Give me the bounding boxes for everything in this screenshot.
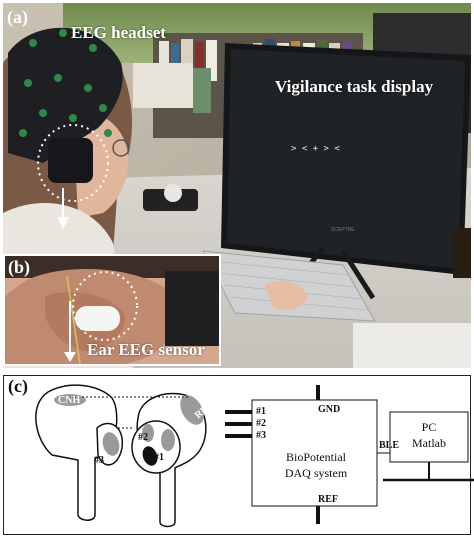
daq-channel-2: #2 [256, 418, 266, 429]
screen-stimulus: > < + > < [291, 144, 340, 154]
inset-arrow-down-icon [64, 352, 76, 362]
tape-roll [164, 184, 182, 202]
sensor-wire [66, 275, 81, 364]
monitor-screen [227, 49, 465, 269]
eeg-cap [8, 27, 123, 163]
panel-a-label: (a) [7, 7, 28, 27]
ref-electrode [180, 395, 204, 425]
cap-electrodes [19, 29, 112, 137]
cap-piece [165, 271, 219, 346]
earbud [75, 306, 120, 331]
daq-channel-3: #3 [256, 430, 266, 441]
daq-box [251, 399, 378, 507]
cnh-label: CNH [58, 395, 81, 406]
daq-title-line1: BioPotential [286, 450, 346, 464]
panel-b-label: (b) [8, 257, 30, 277]
ear-highlight-circle [37, 124, 109, 202]
electrode-1-label: #1 [154, 452, 164, 463]
panel-c-label: (c) [8, 376, 28, 396]
ble-label: BLE [379, 440, 400, 451]
pc-label: PC [421, 420, 437, 434]
electrode-2-label: #2 [138, 432, 148, 443]
monitor-brand: SCEPTRE [331, 227, 355, 233]
electrode-3-label: #3 [94, 455, 104, 466]
cap-amplifier [48, 138, 93, 183]
hand [265, 280, 308, 310]
pc-box [389, 411, 469, 463]
daq-title-line2: DAQ system [284, 466, 348, 480]
desk-pad [353, 323, 471, 368]
ear-eeg-sensor-caption: Ear EEG sensor [87, 340, 205, 359]
bottle [453, 228, 471, 278]
matlab-label: Matlab [412, 436, 446, 450]
ref-label: REF [318, 494, 338, 505]
channel-wires [225, 410, 252, 438]
gnd-label: GND [318, 404, 341, 415]
daq-channel-1: #1 [256, 406, 266, 417]
vigilance-display-caption: Vigilance task display [275, 77, 434, 96]
glasses [112, 139, 130, 157]
electrode-2-pad [142, 424, 154, 442]
sensor-highlight-circle [72, 271, 138, 341]
electrode-1-pad [161, 429, 175, 451]
left-electrode-3 [102, 432, 120, 456]
ear-sensor-inset: (b) Ear EEG sensor [3, 254, 221, 366]
ear-tip-opening [142, 446, 158, 466]
inset-scene [5, 256, 219, 364]
arrow-down-icon [57, 217, 69, 229]
eeg-headset-caption: EEG headset [71, 23, 166, 42]
system-diagram [3, 375, 471, 535]
